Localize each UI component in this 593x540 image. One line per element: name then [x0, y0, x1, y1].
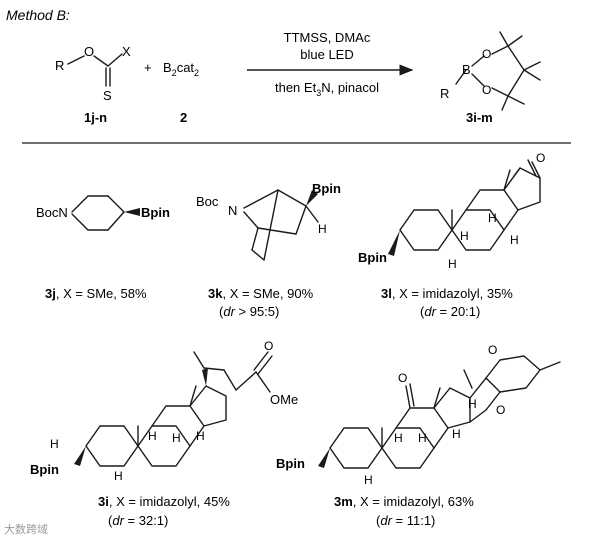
3k-h: H	[318, 222, 327, 236]
structure-3k: Boc N Bpin H	[196, 181, 341, 261]
atom-r: R	[55, 58, 64, 73]
watermark: 大数跨域	[4, 522, 48, 536]
3m-h2: H	[418, 431, 427, 445]
3m-h3: H	[452, 427, 461, 441]
plus-sign: +	[144, 60, 152, 75]
3i-ome: OMe	[270, 392, 298, 407]
atom-o-top: O	[482, 47, 491, 61]
dr-3k: (dr > 95:5)	[219, 304, 279, 319]
3i-h2: H	[172, 431, 181, 445]
3m-h5: H	[364, 473, 373, 487]
3i-o: O	[264, 339, 273, 353]
3l-h3: H	[510, 233, 519, 247]
atom-b: B	[462, 62, 471, 77]
starting-material-1: R O X S	[55, 44, 131, 103]
3l-bpin: Bpin	[358, 250, 387, 265]
atom-s: S	[103, 88, 112, 103]
3m-h1: H	[394, 431, 403, 445]
3k-boc: Boc	[196, 194, 219, 209]
3m-o-ketone: O	[398, 371, 407, 385]
3l-h2: H	[460, 229, 469, 243]
3i-h4: H	[114, 469, 123, 483]
3m-bpin: Bpin	[276, 456, 305, 471]
3i-h3: H	[196, 429, 205, 443]
3i-bpin: Bpin	[30, 462, 59, 477]
product-boronate: B O O R	[440, 31, 541, 111]
atom-o-bottom: O	[482, 83, 491, 97]
atom-r-product: R	[440, 86, 449, 101]
3l-h1: H	[488, 211, 497, 225]
dr-3i: (dr = 32:1)	[108, 513, 168, 528]
3k-n: N	[228, 203, 237, 218]
3m-o-furan: O	[496, 403, 505, 417]
product-label: 3i-m	[466, 110, 493, 125]
method-title: Method B:	[6, 7, 70, 23]
structure-3l: O Bpin H H H H	[358, 151, 545, 271]
3i-h1: H	[148, 429, 157, 443]
3j-bocn: BocN	[36, 205, 68, 220]
dr-3l: (dr = 20:1)	[420, 304, 480, 319]
sm1-label: 1j-n	[84, 110, 107, 125]
caption-3i: 3i, X = imidazolyl, 45%	[98, 494, 230, 509]
3l-h4: H	[448, 257, 457, 271]
structure-3m: O O O Bpin H H H H H	[276, 343, 561, 487]
caption-3k: 3k, X = SMe, 90%	[208, 286, 314, 301]
reagent-bottom: then Et3N, pinacol	[275, 80, 379, 98]
reagent-top: TTMSS, DMAc	[284, 30, 371, 45]
structure-3j: BocN Bpin	[36, 195, 170, 231]
caption-3l: 3l, X = imidazolyl, 35%	[381, 286, 513, 301]
3m-h4: H	[468, 397, 477, 411]
3l-o: O	[536, 151, 545, 165]
sm2-label: 2	[180, 110, 187, 125]
atom-x: X	[122, 44, 131, 59]
reagent-mid: blue LED	[300, 47, 353, 62]
structure-3i: O OMe H Bpin H H H H	[30, 339, 298, 483]
3k-bpin: Bpin	[312, 181, 341, 196]
caption-3j: 3j, X = SMe, 58%	[45, 286, 147, 301]
3m-o-pyran: O	[488, 343, 497, 357]
dr-3m: (dr = 11:1)	[376, 513, 435, 528]
caption-3m: 3m, X = imidazolyl, 63%	[334, 494, 474, 509]
b2cat2-formula: B2cat2	[163, 60, 199, 78]
atom-o: O	[84, 44, 94, 59]
3i-h-left: H	[50, 437, 59, 451]
3j-bpin: Bpin	[141, 205, 170, 220]
